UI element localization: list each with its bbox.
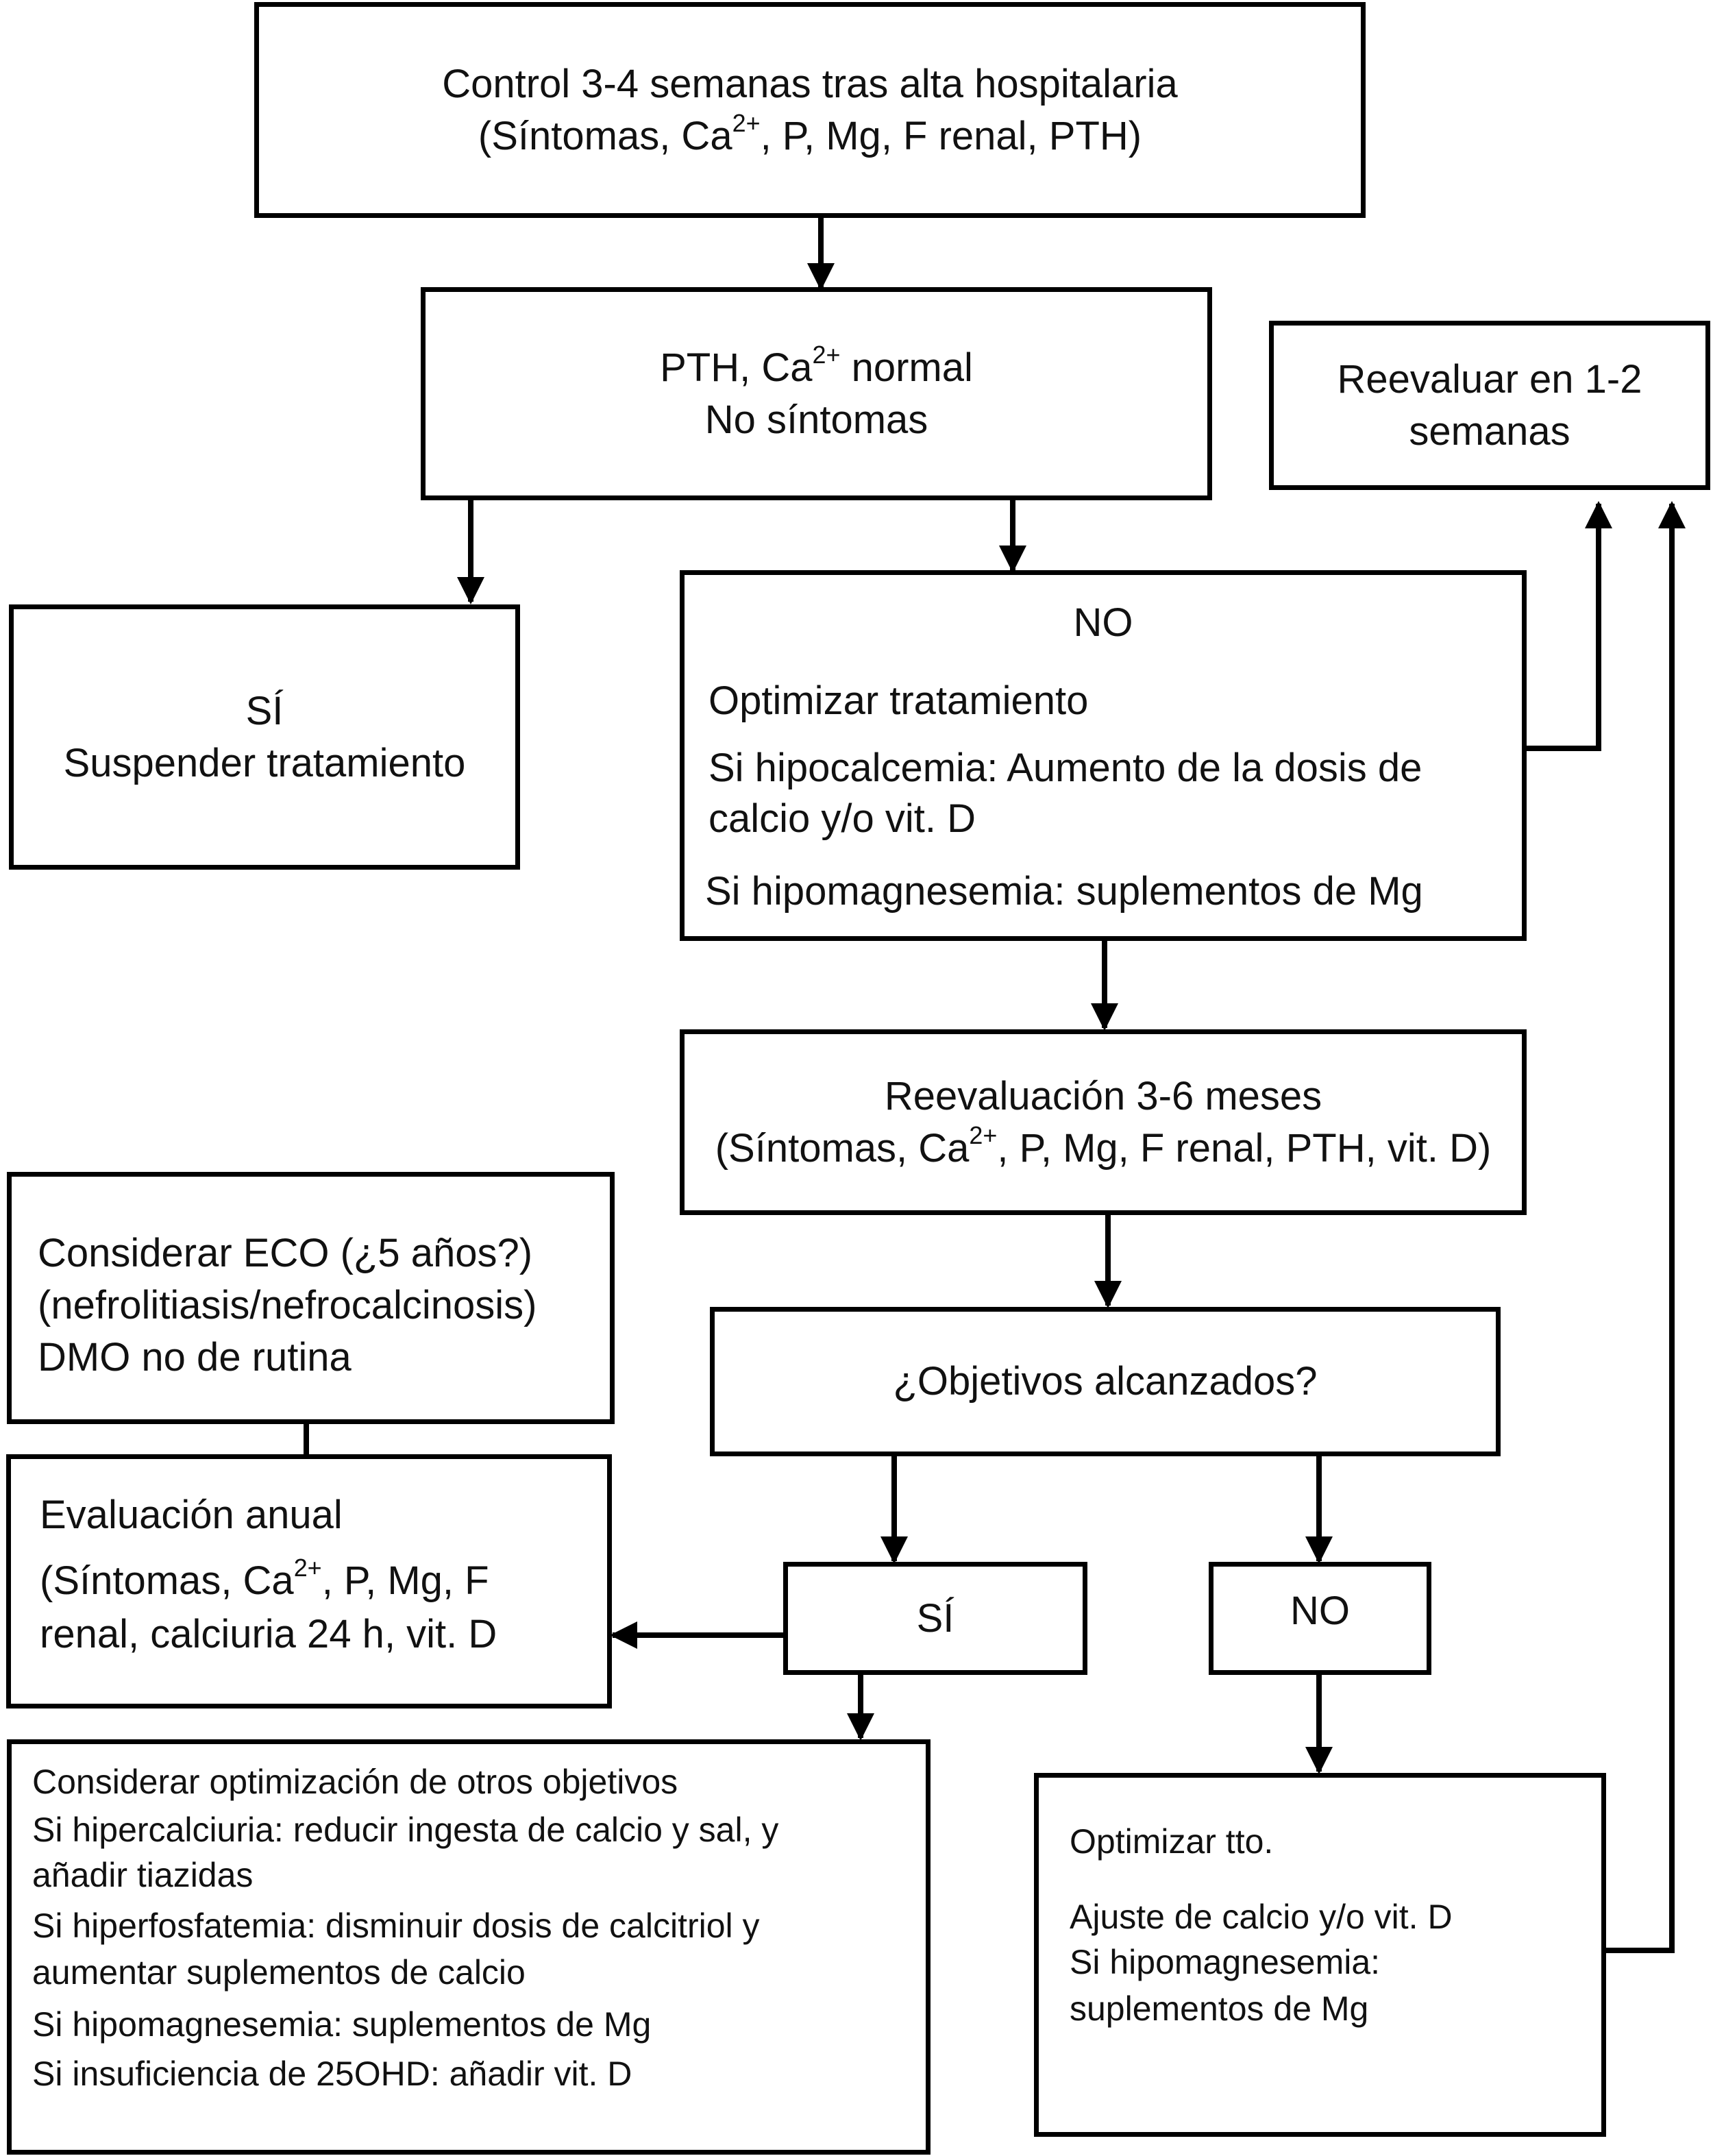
reevaluacion-line1: Reevaluación 3-6 meses [884, 1073, 1322, 1118]
reevaluar-line2: semanas [1409, 408, 1570, 454]
box-evaluacion-anual: Evaluación anual (Síntomas, Ca2+, P, Mg,… [6, 1454, 612, 1708]
box-optimizar-tto: Optimizar tto. Ajuste de calcio y/o vit.… [1034, 1773, 1606, 2137]
box-control-inicial: Control 3-4 semanas tras alta hospitalar… [254, 2, 1366, 218]
control-line1: Control 3-4 semanas tras alta hospitalar… [442, 61, 1178, 106]
tto-line3: Si hipomagnesemia: [1070, 1943, 1381, 1981]
evaluacion-line3: renal, calciuria 24 h, vit. D [40, 1612, 497, 1656]
considerar-line1: Considerar optimización de otros objetiv… [32, 1763, 678, 1801]
evaluacion-line2: (Síntomas, Ca2+, P, Mg, F [40, 1554, 489, 1603]
eco-line2: (nefrolitiasis/nefrocalcinosis) [38, 1283, 537, 1327]
box-no: NO [1209, 1562, 1431, 1675]
suspender-line2: Suspender tratamiento [63, 740, 466, 785]
box-considerar-eco: Considerar ECO (¿5 años?) (nefrolitiasis… [7, 1172, 615, 1424]
optimizar-line3: calcio y/o vit. D [708, 796, 976, 841]
box-reevaluar-1-2-semanas: Reevaluar en 1-2 semanas [1269, 321, 1710, 490]
tto-line1: Optimizar tto. [1070, 1822, 1274, 1861]
reevaluacion-line2: (Síntomas, Ca2+, P, Mg, F renal, PTH, vi… [715, 1120, 1492, 1171]
box-objetivos-alcanzados: ¿Objetivos alcanzados? [710, 1307, 1501, 1456]
box-pth-normal: PTH, Ca2+ normal No síntomas [421, 287, 1212, 500]
suspender-line1: SÍ [245, 688, 284, 733]
considerar-line2: Si hipercalciuria: reducir ingesta de ca… [32, 1811, 779, 1849]
box-considerar-optimizacion: Considerar optimización de otros objetiv… [7, 1739, 931, 2155]
reevaluar-line1: Reevaluar en 1-2 [1337, 356, 1642, 402]
pth-line1: PTH, Ca2+ normal [660, 340, 973, 390]
optimizar-line1: Optimizar tratamiento [708, 678, 1089, 723]
eco-line1: Considerar ECO (¿5 años?) [38, 1231, 533, 1275]
control-line2: (Síntomas, Ca2+, P, Mg, F renal, PTH) [478, 108, 1142, 158]
box-no-optimizar-tratamiento: NO Optimizar tratamiento Si hipocalcemia… [680, 570, 1527, 941]
considerar-line3: añadir tiazidas [32, 1856, 254, 1894]
evaluacion-line1: Evaluación anual [40, 1493, 343, 1537]
optimizar-line4: Si hipomagnesemia: suplementos de Mg [705, 869, 1423, 914]
pth-line2: No síntomas [704, 397, 928, 442]
considerar-line7: Si insuficiencia de 25OHD: añadir vit. D [32, 2055, 632, 2093]
box-si: SÍ [783, 1562, 1087, 1675]
objetivos-label: ¿Objetivos alcanzados? [893, 1359, 1318, 1404]
considerar-line5: aumentar suplementos de calcio [32, 1953, 526, 1992]
considerar-line6: Si hipomagnesemia: suplementos de Mg [32, 2005, 652, 2044]
arrow-optimizar-tto-to-reevaluar [1603, 501, 1686, 1953]
no-heading: NO [1073, 600, 1133, 645]
eco-line3: DMO no de rutina [38, 1335, 352, 1380]
box-reevaluacion-3-6-meses: Reevaluación 3-6 meses (Síntomas, Ca2+, … [680, 1029, 1527, 1215]
tto-line2: Ajuste de calcio y/o vit. D [1070, 1898, 1453, 1936]
no-label: NO [1290, 1588, 1350, 1633]
box-si-suspender-tratamiento: SÍ Suspender tratamiento [9, 604, 520, 870]
si-label: SÍ [916, 1595, 954, 1641]
considerar-line4: Si hiperfosfatemia: disminuir dosis de c… [32, 1907, 760, 1945]
arrow-no-to-reevaluar [1522, 501, 1612, 751]
tto-line4: suplementos de Mg [1070, 1989, 1369, 2028]
optimizar-line2: Si hipocalcemia: Aumento de la dosis de [708, 746, 1422, 790]
